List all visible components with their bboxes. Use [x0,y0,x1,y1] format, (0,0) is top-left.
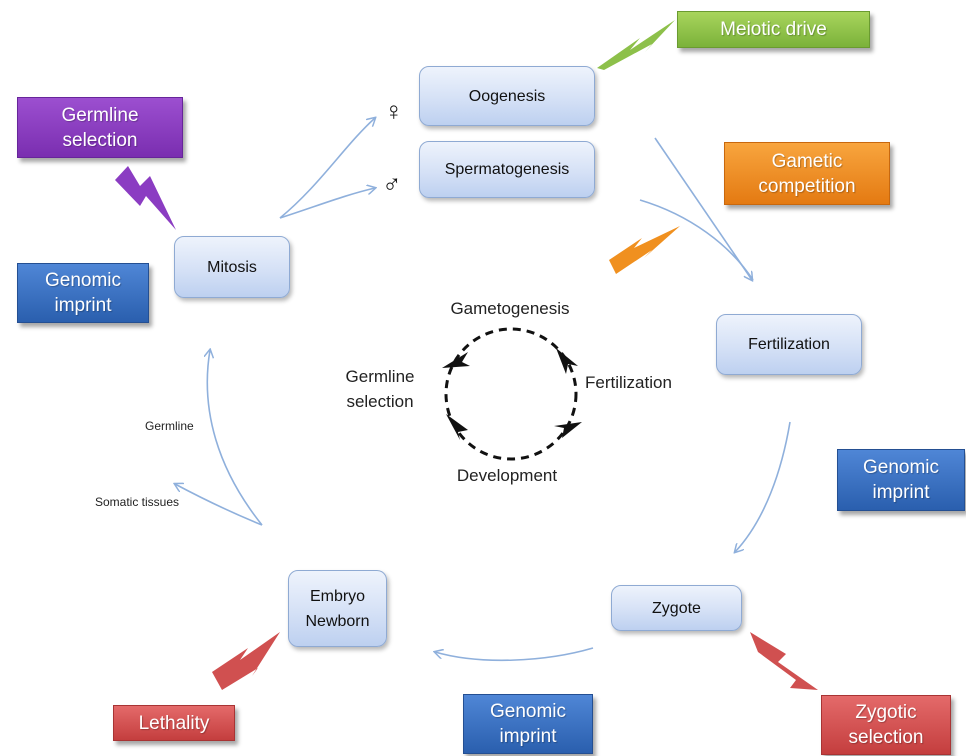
cycle-label-germline-selection-line1: Germline [345,367,415,386]
tag-gametic-competition: Gametic competition [724,142,890,205]
cycle-dashed-circle [444,327,578,461]
arrow-embryo-to-germline [207,350,263,526]
tag-germline-selection-line2: selection [62,129,138,151]
stage-oogenesis: Oogenesis [419,66,595,126]
cycle-label-development: Development [456,466,558,485]
tag-zygotic-selection: Zygotic selection [821,695,951,755]
stage-newborn-label: Newborn [305,612,370,630]
cycle-label-gametogenesis: Gametogenesis [450,299,570,318]
lightning-bolt-icon [597,20,675,70]
tag-germline-selection-line1: Germline [61,104,139,126]
arrow-mitosis-to-spermatogenesis [279,188,375,219]
tag-genomic-imprint-right-line1: Genomic [862,457,940,478]
stage-zygote: Zygote [611,585,742,631]
stage-mitosis: Mitosis [174,236,290,298]
tag-genomic-imprint-right: Genomic imprint [837,449,965,511]
cycle-arrowhead-icon [554,422,582,438]
lightning-bolt-icon [750,632,818,690]
tag-meiotic-drive: Meiotic drive [677,11,870,48]
arrow-embryo-to-somatic [175,484,263,526]
stage-embryo-label: Embryo [309,587,366,605]
cycle-arrowhead-icon [442,352,470,368]
tag-genomic-imprint-left-line1: Genomic [44,270,122,291]
cycle-label-germline-selection-line2: selection [346,392,414,411]
tag-genomic-imprint-bottom-line1: Genomic [489,701,567,722]
arrow-spermatogenesis-to-fertilization [639,199,754,281]
tag-zygotic-selection-line1: Zygotic [855,702,917,723]
tag-germline-selection: Germline selection [17,97,183,158]
tag-meiotic-drive-label: Meiotic drive [720,19,827,40]
branch-label-somatic-tissues: Somatic tissues [95,495,180,509]
tag-lethality-label: Lethality [138,712,210,734]
cycle-label-fertilization: Fertilization [585,373,672,392]
cycle-arrowhead-icon [556,348,578,374]
lightning-bolt-icon [212,632,280,690]
tag-zygotic-selection-line2: selection [848,727,924,748]
male-symbol-icon: ♂ [382,168,402,198]
tag-lethality: Lethality [113,705,235,741]
stage-mitosis-label: Mitosis [207,258,257,276]
stage-oogenesis-label: Oogenesis [468,87,546,105]
tag-gametic-competition-line1: Gametic [771,150,843,172]
tag-genomic-imprint-right-line2: imprint [872,482,930,503]
branch-label-germline: Germline [145,419,194,433]
stage-embryo-newborn: Embryo Newborn [288,570,387,647]
tag-genomic-imprint-left: Genomic imprint [17,263,149,323]
tag-gametic-competition-line2: competition [758,175,856,197]
female-symbol-icon: ♀ [384,96,404,126]
lightning-bolt-icon [115,166,176,230]
cycle-label-germline-selection: Germline selection [330,364,430,414]
stage-zygote-label: Zygote [652,599,701,617]
stage-spermatogenesis-label: Spermatogenesis [444,161,570,178]
stage-fertilization: Fertilization [716,314,862,375]
stage-spermatogenesis: Spermatogenesis [419,141,595,198]
tag-genomic-imprint-bottom: Genomic imprint [463,694,593,754]
arrow-zygote-to-embryo [435,647,594,662]
arrow-mitosis-to-oogenesis [279,118,375,219]
cycle-arrowhead-icon [446,414,468,440]
tag-genomic-imprint-left-line2: imprint [54,295,112,316]
stage-fertilization-label: Fertilization [748,336,830,353]
arrow-fertilization-to-zygote [735,421,791,552]
lightning-bolt-icon [609,226,680,274]
tag-genomic-imprint-bottom-line2: imprint [499,726,557,747]
